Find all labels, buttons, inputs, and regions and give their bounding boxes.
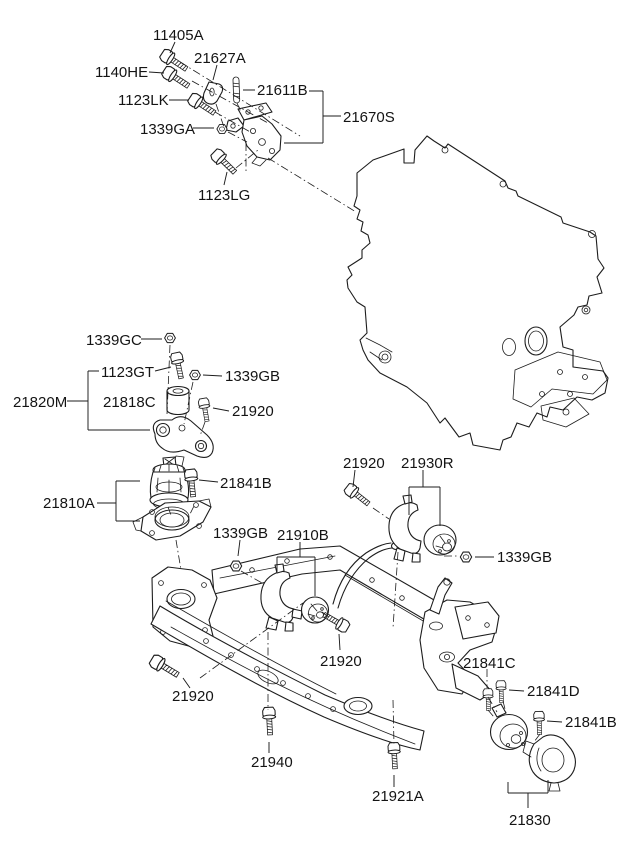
part-label-1140he: 1140HE (95, 64, 148, 81)
bolt-icon-21940 (261, 706, 278, 736)
bolt-icon-21921a (387, 741, 402, 770)
mount-21830-art (489, 703, 577, 792)
support-bracket-21670s-art (225, 102, 282, 167)
bolt-icon-21841c (482, 688, 495, 712)
part-label-21810a: 21810A (43, 495, 95, 512)
part-label-21818c: 21818C (103, 394, 156, 411)
bracket-21627a-slot (209, 87, 215, 97)
bushing-21910b-art (300, 596, 330, 624)
part-label-1123lk: 1123LK (118, 92, 169, 109)
part-label-21920-4: 21920 (172, 688, 214, 705)
bracket-21627a-art (202, 81, 224, 105)
part-label-21921a: 21921A (372, 788, 424, 805)
center-lines (166, 61, 541, 746)
part-label-1339gb-3: 1339GB (497, 549, 552, 566)
nut-icon-1339gb-right (459, 551, 473, 563)
leader-lines (67, 41, 563, 808)
part-label-21841d: 21841D (527, 683, 580, 700)
part-label-21841c: 21841C (463, 655, 516, 672)
nut-icon-1339ga (216, 124, 228, 134)
bolt-icon-21920-bottom-left (147, 652, 183, 682)
part-label-1339ga: 1339GA (140, 121, 195, 138)
clamp-21910b-art (260, 563, 303, 632)
clamp-21930r-art (388, 494, 422, 563)
bushing-21930r-art (423, 524, 457, 556)
stud-icon-21611b (232, 76, 241, 104)
mount-plate-art (132, 498, 212, 541)
part-labels: 11405A 1140HE 21627A 1123LK 21611B 21670… (13, 27, 617, 829)
part-label-21920-1: 21920 (232, 403, 274, 420)
part-label-21670s: 21670S (343, 109, 395, 126)
bolt-icon-21841d (495, 680, 508, 704)
insulator-21810a-art (149, 456, 190, 510)
bolt-icon-1123lg (208, 146, 241, 178)
part-label-21820m: 21820M (13, 394, 67, 411)
engine-block-art (346, 135, 609, 451)
bolt-icon-1140he (159, 63, 193, 93)
engine-mount-bracket-arm-art (152, 416, 214, 467)
crossmember-art (150, 541, 500, 751)
part-label-21920-3: 21920 (320, 653, 362, 670)
part-label-21841b-1: 21841B (220, 475, 272, 492)
part-label-21920-2: 21920 (343, 455, 385, 472)
part-label-21930r: 21930R (401, 455, 454, 472)
part-label-1123lg: 1123LG (198, 187, 250, 204)
part-label-11405a: 11405A (153, 27, 204, 44)
part-label-1339gb-2: 1339GB (213, 525, 268, 542)
part-label-21841b-2: 21841B (565, 714, 617, 731)
part-label-1339gc: 1339GC (86, 332, 142, 349)
nut-icon-1339gb-mid (229, 560, 243, 572)
bolt-icon-21920-upper (197, 397, 213, 423)
part-label-21611b: 21611B (257, 82, 308, 99)
part-label-21940: 21940 (251, 754, 293, 771)
bolt-icon-21920-roll (320, 608, 352, 635)
part-label-1339gb-1: 1339GB (225, 368, 280, 385)
part-label-21627a: 21627A (194, 50, 246, 67)
part-label-21910b: 21910B (277, 527, 329, 544)
part-label-21830: 21830 (509, 812, 551, 829)
nut-icon-1339gc (164, 332, 176, 344)
bolt-icon-21841b-right (532, 710, 546, 736)
nut-icon-1339gb-upper (189, 369, 201, 381)
bolt-icon-21920-21930r (342, 481, 373, 510)
bushing-21818c-art (166, 385, 190, 416)
bolt-icon-1123gt (169, 351, 188, 381)
part-label-1123gt: 1123GT (101, 364, 154, 381)
